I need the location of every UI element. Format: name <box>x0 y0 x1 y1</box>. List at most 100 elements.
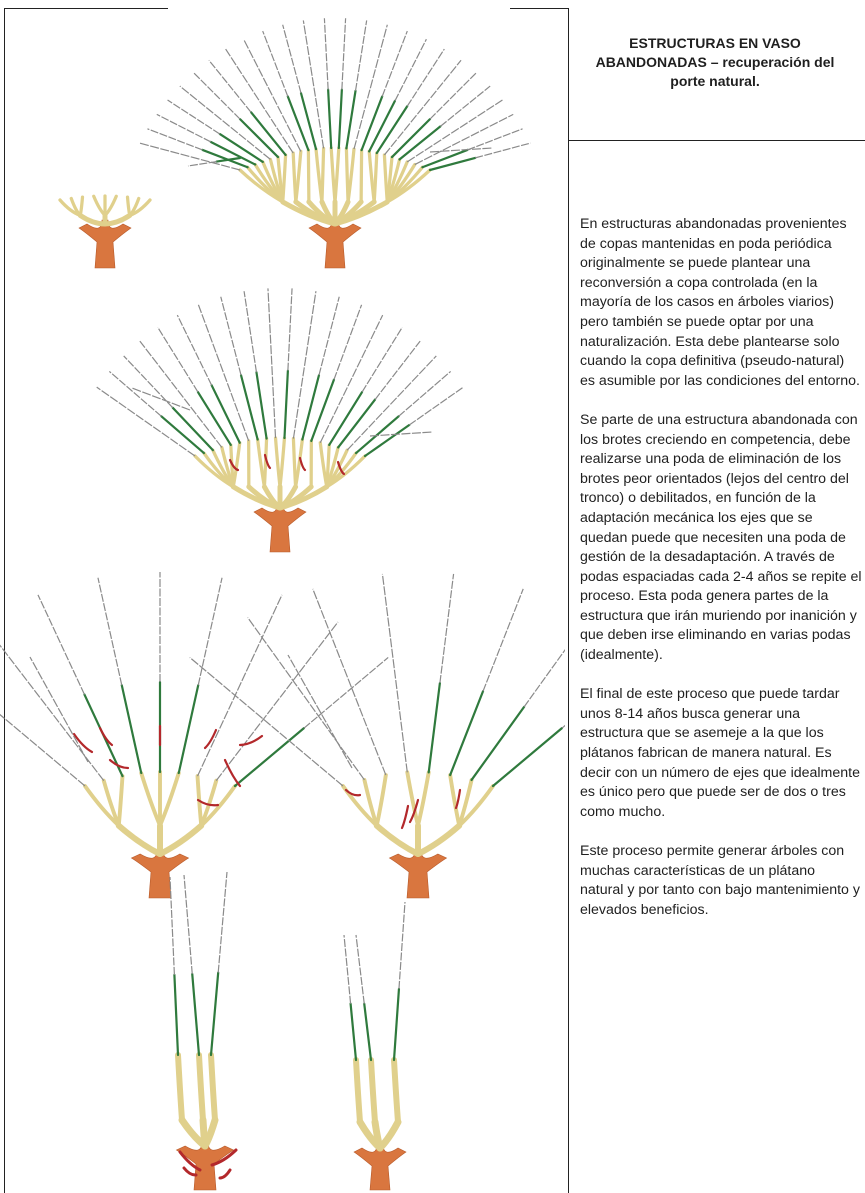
main-axis <box>380 1122 398 1148</box>
trunk <box>309 220 361 268</box>
axis-shoot <box>394 989 399 1060</box>
secondary-branch <box>130 200 150 215</box>
main-axis <box>199 1055 203 1120</box>
secondary-branch <box>377 775 386 826</box>
shoot <box>399 371 451 416</box>
trunk <box>389 850 446 898</box>
shoot <box>30 657 88 762</box>
secondary-branch <box>335 148 339 202</box>
shoot <box>472 707 525 780</box>
shoot <box>440 574 454 683</box>
shoot <box>256 372 266 438</box>
shoot <box>313 589 386 775</box>
scaffold-branch <box>377 826 418 854</box>
shoot <box>109 371 161 416</box>
shoot <box>122 685 141 773</box>
shoot <box>158 327 198 392</box>
tree-abandoned-small <box>60 196 150 268</box>
dead-branch <box>220 1170 230 1178</box>
shoot <box>415 114 513 164</box>
shoot <box>304 657 388 728</box>
tree-final-b <box>344 902 406 1190</box>
shoot <box>168 100 220 134</box>
tree-first-pruning <box>97 288 464 552</box>
paragraph-benefits: Este proceso permite generar árboles con… <box>580 842 862 920</box>
axis-shoot <box>399 902 405 989</box>
shoot <box>283 25 301 93</box>
shoot <box>362 97 383 151</box>
dead-branch <box>225 760 240 786</box>
title-rule <box>568 140 865 141</box>
shoot <box>157 114 211 142</box>
axis-shoot <box>170 877 174 975</box>
tree-second-pruning-a <box>0 572 388 898</box>
main-axis <box>356 1060 360 1122</box>
shoot <box>235 728 304 786</box>
trunk <box>254 504 306 552</box>
axis-shoot <box>356 935 364 1004</box>
shoot <box>38 595 84 695</box>
shoot <box>324 18 328 89</box>
secondary-branch <box>374 153 377 202</box>
shoot <box>524 618 565 707</box>
shoot <box>382 31 407 96</box>
column-divider <box>568 8 569 1193</box>
shoot <box>362 327 402 392</box>
scaffold-branch <box>80 215 105 224</box>
shoot <box>194 73 240 119</box>
shoot <box>216 622 338 781</box>
shoot <box>450 691 483 775</box>
tree-illustrations <box>0 0 565 1193</box>
dead-branch <box>300 458 305 470</box>
tree-final-a <box>170 872 236 1190</box>
main-axis <box>178 1055 182 1120</box>
scaffold-branch <box>418 826 459 854</box>
trunk <box>131 850 188 898</box>
shoot <box>198 578 222 685</box>
scaffold-branch <box>105 215 130 224</box>
main-axis <box>394 1060 398 1122</box>
secondary-branch <box>296 151 301 201</box>
shoot <box>301 93 316 149</box>
shoot <box>483 589 523 691</box>
paragraph-process: Se parte de una estructura abandonada co… <box>580 411 862 666</box>
secondary-branch <box>233 443 239 487</box>
trunk <box>79 220 131 268</box>
secondary-branch <box>105 196 116 215</box>
shoot <box>467 129 522 150</box>
secondary-branch <box>348 149 354 202</box>
dead-branch <box>456 790 460 808</box>
shoot <box>98 578 122 685</box>
shoot <box>375 341 420 399</box>
secondary-branch <box>85 786 119 826</box>
shoot <box>140 143 240 170</box>
title-cell: ESTRUCTURAS EN VASO ABANDONADAS – recupe… <box>570 14 860 140</box>
shoot <box>429 683 440 772</box>
shoot <box>342 18 346 89</box>
secondary-branch <box>322 148 324 202</box>
secondary-branch <box>119 776 123 825</box>
shoot <box>268 288 276 438</box>
shoot <box>475 143 530 158</box>
shoot <box>0 657 85 786</box>
shoot <box>212 385 240 442</box>
shoot <box>354 25 387 149</box>
tree-abandoned-large <box>140 18 531 268</box>
dead-branch <box>184 1168 196 1175</box>
secondary-branch <box>280 438 284 487</box>
shoot <box>284 371 287 438</box>
secondary-branch <box>94 196 105 215</box>
shoot <box>190 657 343 786</box>
axis-shoot <box>351 1004 356 1060</box>
shoot <box>430 73 476 119</box>
shoot <box>198 595 283 776</box>
axis-shoot <box>218 872 227 973</box>
shoot <box>382 574 407 772</box>
scaffold-branch <box>119 826 160 854</box>
shoot <box>339 90 342 148</box>
axis-shoot <box>184 875 192 974</box>
dead-branch <box>110 760 128 768</box>
shoot <box>147 129 202 150</box>
document-title: ESTRUCTURAS EN VASO ABANDONADAS – recupe… <box>580 34 850 91</box>
